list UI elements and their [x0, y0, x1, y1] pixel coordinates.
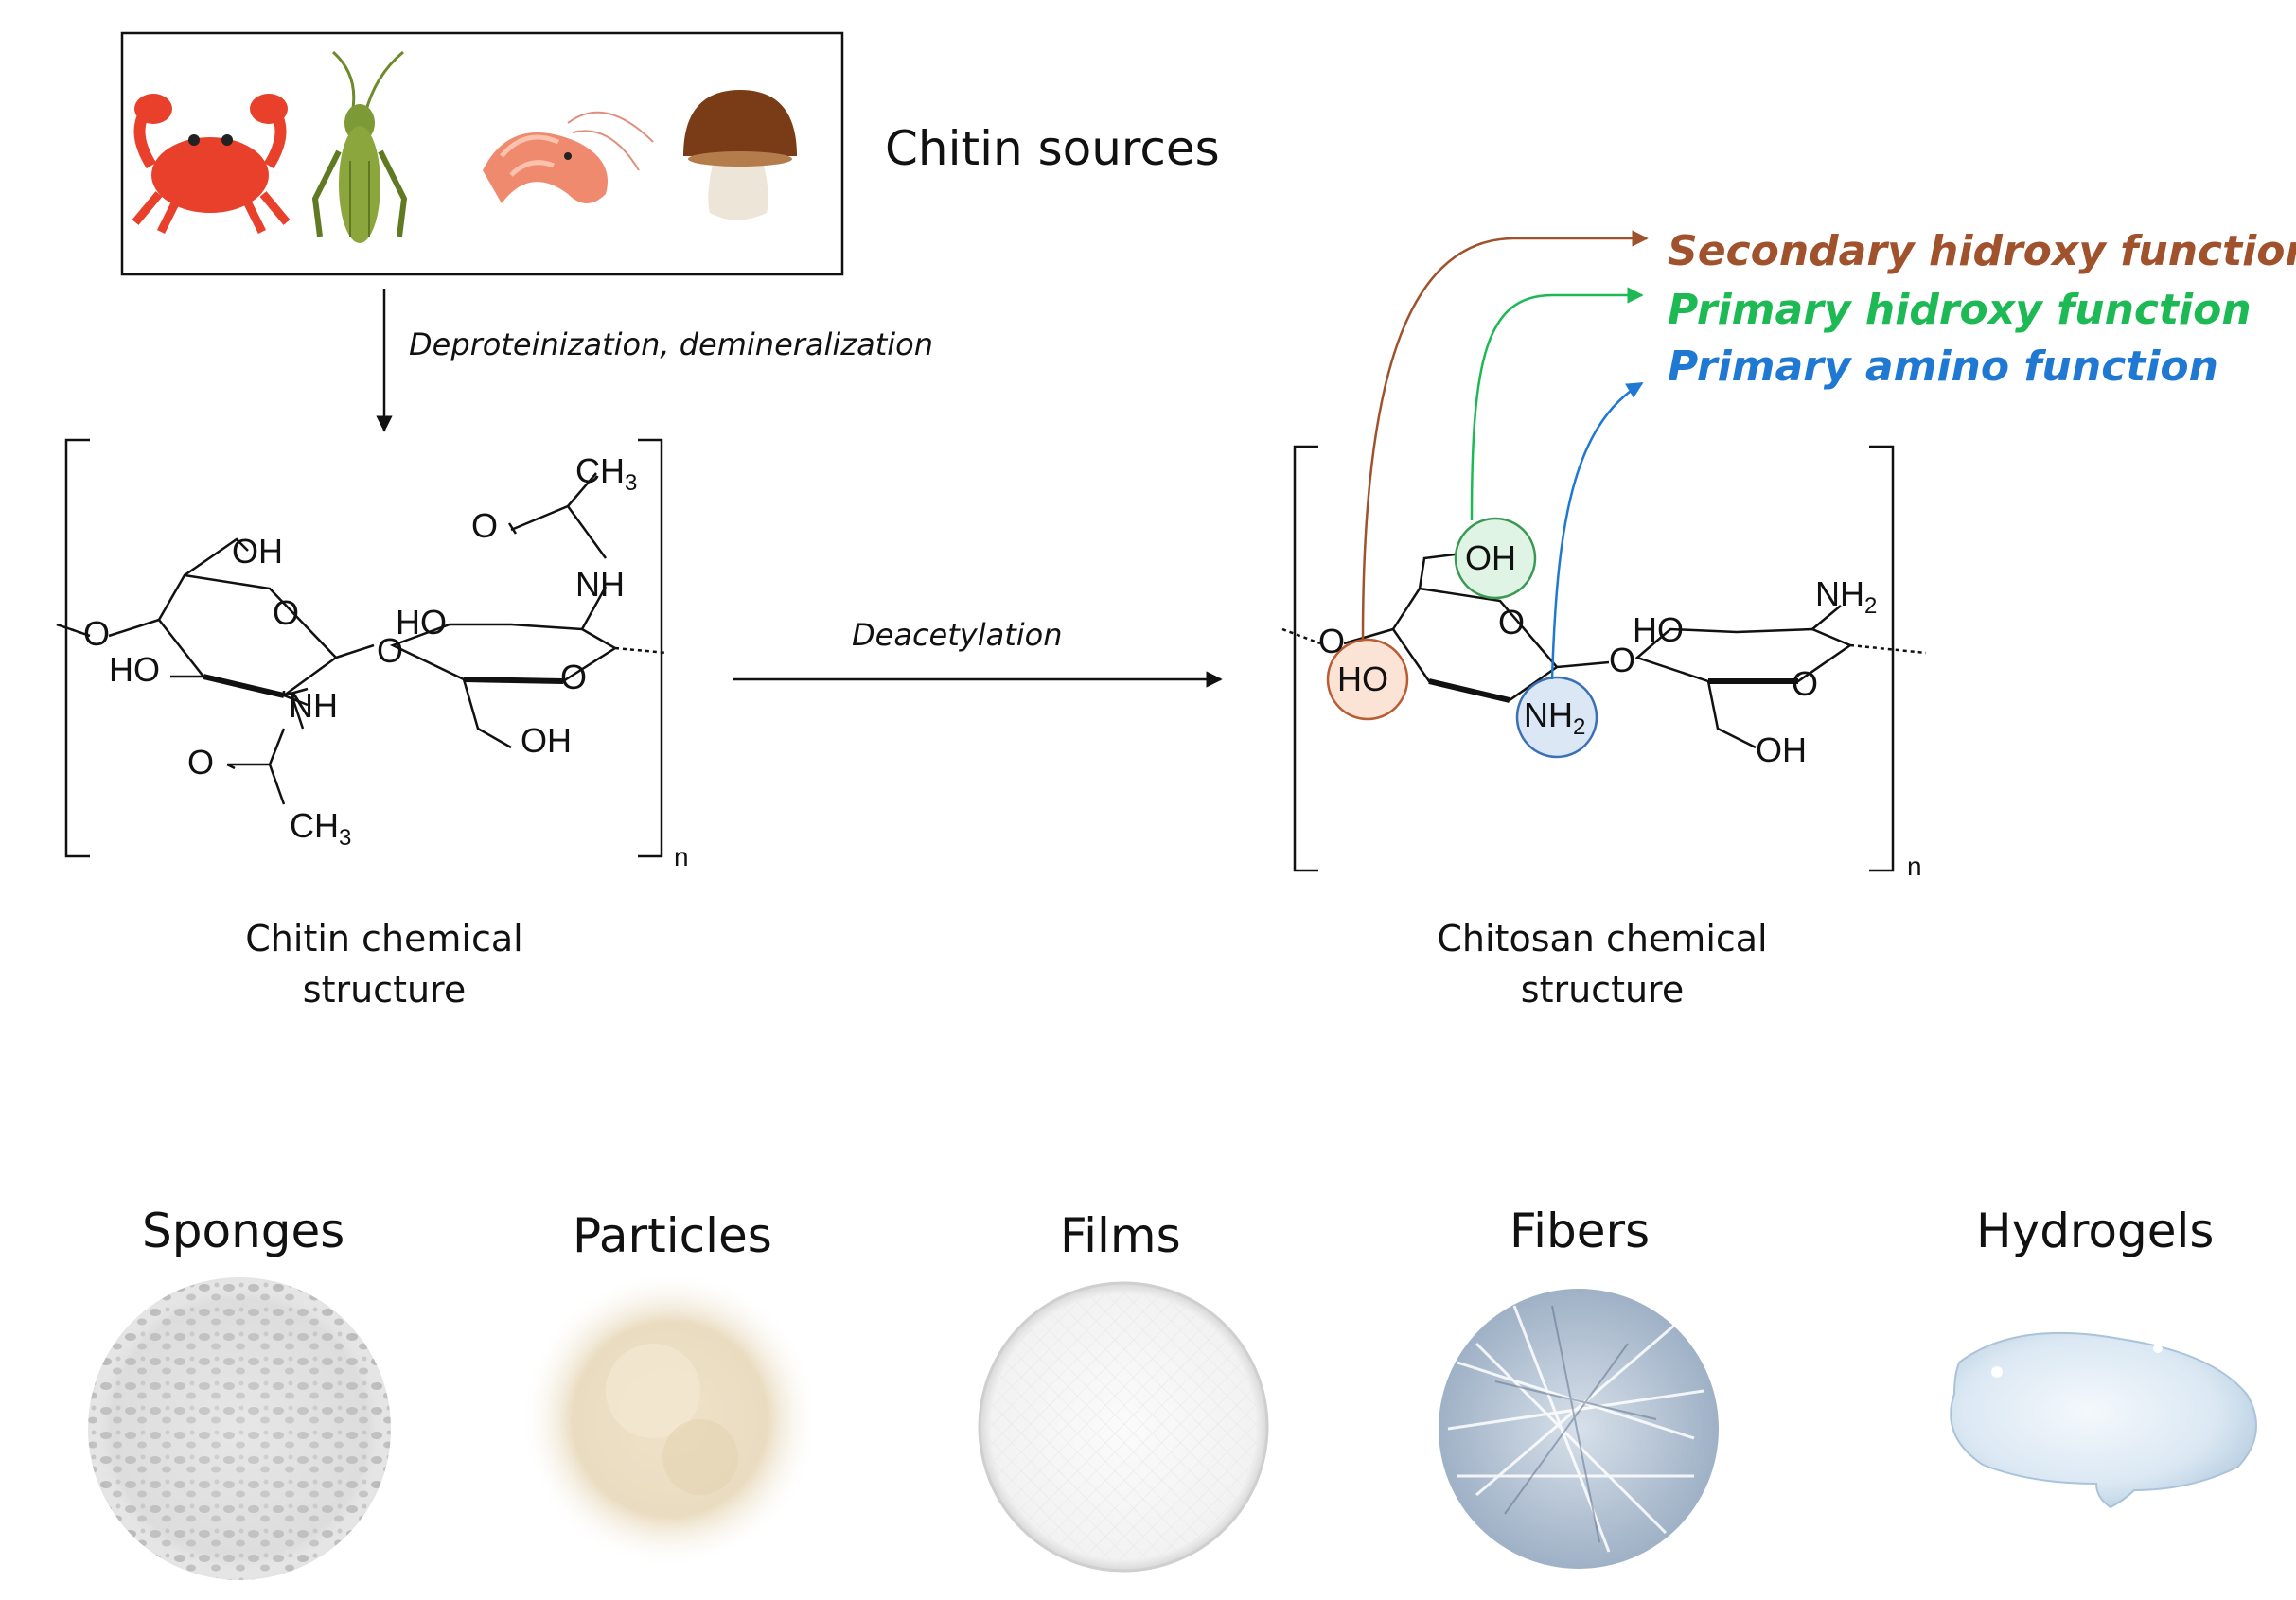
chitosan-oh-1: OH — [1465, 538, 1516, 577]
crab-icon — [132, 94, 291, 235]
chitin-o-carbonyl-1: O — [187, 743, 214, 782]
sources-box — [120, 31, 844, 276]
chitin-ch3-1: CH3 — [290, 806, 351, 851]
chitin-oh-1: OH — [232, 532, 283, 571]
chitosan-nh2-1: NH2 — [1524, 695, 1585, 740]
secondary-hydroxy-highlight — [1326, 638, 1409, 721]
primary-hydroxy-highlight — [1454, 517, 1537, 600]
step1-label: Deproteinization, demineralization — [409, 326, 933, 362]
chitin-o-ring2: O — [560, 658, 587, 696]
grasshopper-icon — [311, 50, 408, 243]
chitin-o-carbonyl-2: O — [471, 506, 498, 545]
chitosan-ho-1: HO — [1337, 659, 1388, 698]
chitin-structure — [56, 438, 668, 858]
chitin-bracket-right — [638, 438, 663, 858]
shrimp-icon — [483, 111, 654, 203]
chitosan-bracket-right — [1869, 445, 1895, 872]
step2-label: Deacetylation — [852, 617, 1063, 653]
chitin-ho-1: HO — [109, 650, 160, 689]
chitosan-nh2-2: NH2 — [1815, 574, 1877, 619]
chitin-bracket-left — [64, 438, 90, 858]
chitin-nh-2: NH — [575, 565, 625, 604]
primary-hydroxy-arrow — [1470, 287, 1644, 521]
chitosan-caption-line2: structure — [1520, 969, 1685, 1011]
primary-amino-label: Primary amino function — [1668, 343, 2218, 391]
chitin-ho-2: HO — [396, 603, 447, 642]
fibers-image — [1439, 1289, 1719, 1569]
chitosan-o-left: O — [1318, 622, 1345, 660]
form-label-fibers: Fibers — [1510, 1204, 1651, 1258]
chitosan-atom-labels: O HO OH O NH2 O HO NH2 O OH n — [1318, 538, 1922, 881]
chitin-sources-title: Chitin sources — [885, 121, 1220, 176]
particles-image — [521, 1270, 820, 1569]
secondary-hydroxy-arrow — [1361, 230, 1649, 641]
form-label-particles: Particles — [573, 1208, 772, 1263]
chitosan-o-ring1: O — [1498, 603, 1525, 642]
primary-amino-highlight — [1515, 676, 1598, 759]
chitosan-subscript-n: n — [1907, 852, 1922, 881]
chitin-caption-line2: structure — [302, 969, 467, 1011]
mushroom-icon — [683, 90, 797, 220]
chitosan-o-link: O — [1609, 641, 1635, 679]
chitin-o-ring1: O — [273, 593, 299, 632]
form-label-films: Films — [1060, 1208, 1181, 1263]
form-label-sponges: Sponges — [142, 1204, 345, 1258]
chitin-subscript-n: n — [674, 842, 689, 871]
chitin-ch3-2: CH3 — [575, 451, 637, 496]
chitosan-caption: Chitosan chemical structure — [1413, 913, 1792, 1015]
form-label-hydrogels: Hydrogels — [1976, 1204, 2215, 1258]
chitin-o-link: O — [377, 631, 403, 670]
chitosan-caption-line1: Chitosan chemical — [1437, 918, 1768, 959]
chitin-atom-labels: O HO OH O NH O CH3 O HO O CH3 NH O OH n — [83, 451, 689, 871]
chitin-caption-line1: Chitin chemical — [245, 918, 523, 959]
sponge-image — [88, 1277, 391, 1580]
chitin-caption: Chitin chemical structure — [195, 913, 574, 1015]
chitin-nh-1: NH — [289, 686, 338, 725]
chitosan-structure — [1281, 445, 1927, 872]
chitosan-ho-2: HO — [1633, 610, 1684, 649]
hydrogel-image — [1950, 1331, 2257, 1509]
chitosan-bracket-left — [1293, 445, 1318, 872]
chitosan-o-ring2: O — [1792, 664, 1818, 703]
chitin-o-left: O — [83, 614, 110, 653]
primary-hydroxy-label: Primary hidroxy function — [1668, 286, 2252, 334]
chitosan-oh-2: OH — [1756, 730, 1807, 769]
secondary-hydroxy-label: Secondary hidroxy function — [1668, 227, 2296, 275]
film-image — [978, 1281, 1269, 1573]
primary-amino-arrow — [1550, 381, 1644, 680]
chitin-oh-2: OH — [521, 721, 572, 760]
